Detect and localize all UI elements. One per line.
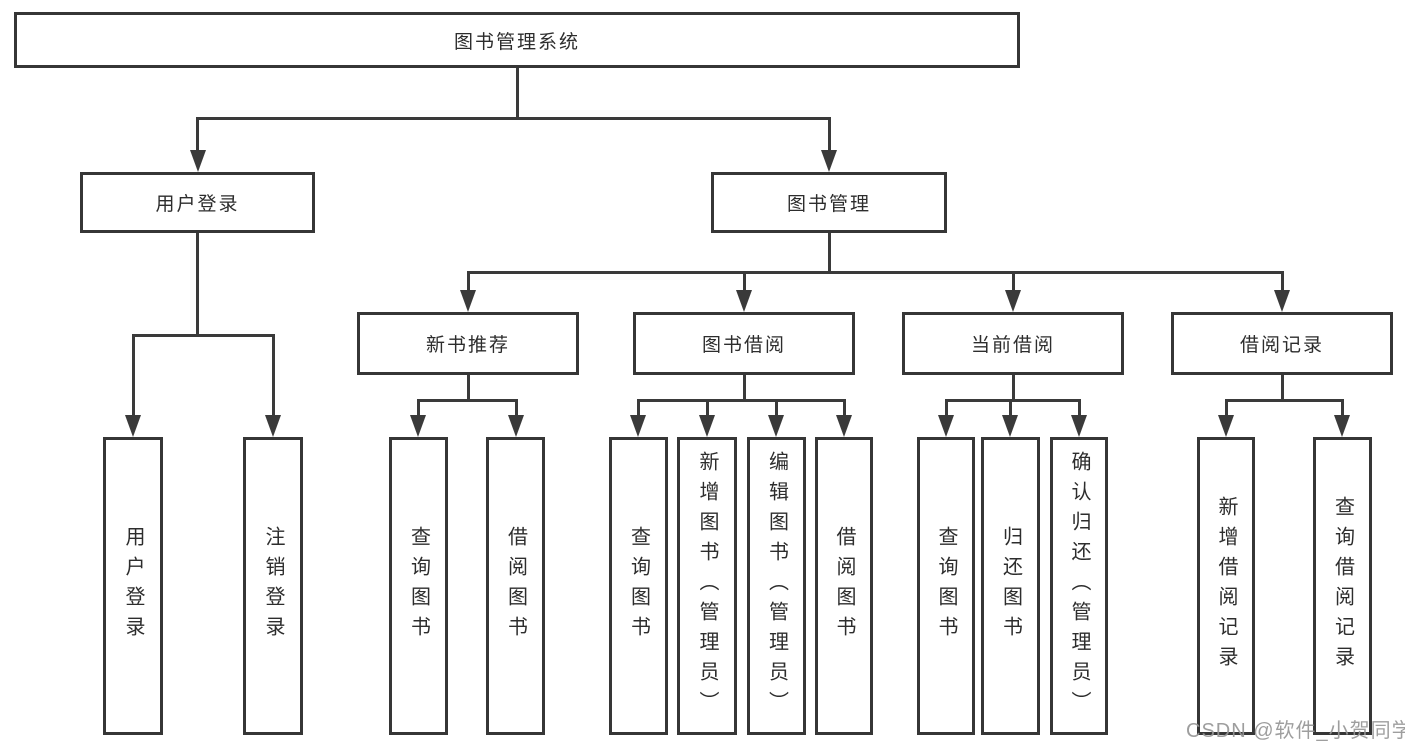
- leaf-label: 查询图书: [627, 526, 650, 646]
- connector-line: [828, 117, 831, 150]
- node-library-management-system: 图书管理系统: [14, 12, 1020, 68]
- connector-line: [775, 399, 778, 416]
- connector-line: [272, 334, 275, 415]
- leaf-label: 用户登录: [122, 526, 144, 646]
- arrowhead-down-icon: [1005, 290, 1021, 312]
- connector-line: [1281, 375, 1284, 402]
- connector-line: [637, 399, 845, 402]
- arrowhead-down-icon: [410, 415, 426, 437]
- connector-line: [417, 399, 518, 402]
- node-current-borrow: 当前借阅: [902, 312, 1124, 375]
- arrowhead-down-icon: [1002, 415, 1018, 437]
- arrowhead-down-icon: [1274, 290, 1290, 312]
- arrowhead-down-icon: [508, 415, 524, 437]
- arrowhead-down-icon: [768, 415, 784, 437]
- leaf-label: 注销登录: [262, 526, 284, 646]
- leaf-label: 借阅图书: [833, 526, 855, 646]
- arrowhead-down-icon: [1218, 415, 1234, 437]
- connector-line: [1225, 399, 1343, 402]
- leaf-logout: 注销登录: [243, 437, 303, 735]
- connector-line: [843, 399, 846, 416]
- connector-line: [467, 271, 470, 291]
- leaf-label: 查询图书: [407, 526, 430, 646]
- leaf-edit-books-admin: 编辑图书（管理员）: [747, 437, 806, 735]
- connector-line: [637, 399, 640, 416]
- arrowhead-down-icon: [460, 290, 476, 312]
- connector-line: [743, 375, 746, 402]
- node-label: 当前借阅: [970, 335, 1055, 356]
- node-label: 用户登录: [155, 194, 240, 215]
- csdn-watermark: CSDN @软件_小贺同学: [1186, 720, 1405, 742]
- leaf-query-books-recommend: 查询图书: [389, 437, 448, 735]
- connector-line: [132, 334, 135, 415]
- node-label: 图书管理: [786, 194, 871, 215]
- arrowhead-down-icon: [699, 415, 715, 437]
- leaf-confirm-return-admin: 确认归还（管理员）: [1050, 437, 1108, 735]
- leaf-borrow-books: 借阅图书: [815, 437, 873, 735]
- leaf-user-login: 用户登录: [103, 437, 163, 735]
- leaf-label: 归还图书: [999, 526, 1022, 646]
- leaf-label: 新增借阅记录: [1215, 496, 1237, 676]
- leaf-label: 编辑图书（管理员）: [765, 451, 788, 721]
- arrowhead-down-icon: [938, 415, 954, 437]
- node-label: 图书管理系统: [453, 31, 580, 53]
- connector-line: [743, 271, 746, 291]
- arrowhead-down-icon: [1071, 415, 1087, 437]
- leaf-label: 借阅图书: [504, 526, 527, 646]
- connector-line: [945, 399, 948, 416]
- leaf-return-books: 归还图书: [981, 437, 1040, 735]
- connector-line: [828, 233, 831, 274]
- leaf-query-borrow-record: 查询借阅记录: [1313, 437, 1372, 735]
- arrowhead-down-icon: [1334, 415, 1350, 437]
- arrowhead-down-icon: [265, 415, 281, 437]
- leaf-label: 查询图书: [935, 526, 957, 646]
- leaf-add-borrow-record: 新增借阅记录: [1197, 437, 1255, 735]
- node-book-borrow: 图书借阅: [633, 312, 855, 375]
- arrowhead-down-icon: [736, 290, 752, 312]
- arrowhead-down-icon: [190, 150, 206, 172]
- connector-line: [516, 68, 519, 118]
- leaf-label: 查询借阅记录: [1331, 496, 1354, 676]
- connector-line: [467, 375, 470, 402]
- node-label: 图书借阅: [701, 335, 786, 356]
- connector-line: [515, 399, 518, 416]
- node-label: 新书推荐: [425, 335, 510, 356]
- node-label: 借阅记录: [1239, 335, 1324, 356]
- arrowhead-down-icon: [836, 415, 852, 437]
- node-borrow-record: 借阅记录: [1171, 312, 1393, 375]
- connector-line: [706, 399, 709, 416]
- connector-line: [1012, 271, 1015, 291]
- connector-line: [1009, 399, 1012, 416]
- connector-line: [1012, 375, 1015, 402]
- connector-line: [417, 399, 420, 416]
- connector-line: [1078, 399, 1081, 416]
- connector-line: [132, 334, 275, 337]
- leaf-label: 新增图书（管理员）: [696, 451, 718, 721]
- leaf-query-books-borrow: 查询图书: [609, 437, 668, 735]
- arrowhead-down-icon: [125, 415, 141, 437]
- node-new-book-recommend: 新书推荐: [357, 312, 579, 375]
- node-book-management: 图书管理: [711, 172, 947, 233]
- leaf-query-books-current: 查询图书: [917, 437, 975, 735]
- connector-line: [1281, 271, 1284, 291]
- connector-line: [1341, 399, 1344, 416]
- connector-line: [196, 233, 199, 336]
- arrowhead-down-icon: [821, 150, 837, 172]
- leaf-borrow-books-recommend: 借阅图书: [486, 437, 545, 735]
- leaf-label: 确认归还（管理员）: [1068, 451, 1090, 721]
- connector-line: [467, 271, 1283, 274]
- connector-line: [196, 117, 199, 150]
- connector-line: [1225, 399, 1228, 416]
- connector-line: [196, 117, 830, 120]
- arrowhead-down-icon: [630, 415, 646, 437]
- connector-line: [945, 399, 1080, 402]
- node-user-login: 用户登录: [80, 172, 315, 233]
- leaf-add-books-admin: 新增图书（管理员）: [677, 437, 737, 735]
